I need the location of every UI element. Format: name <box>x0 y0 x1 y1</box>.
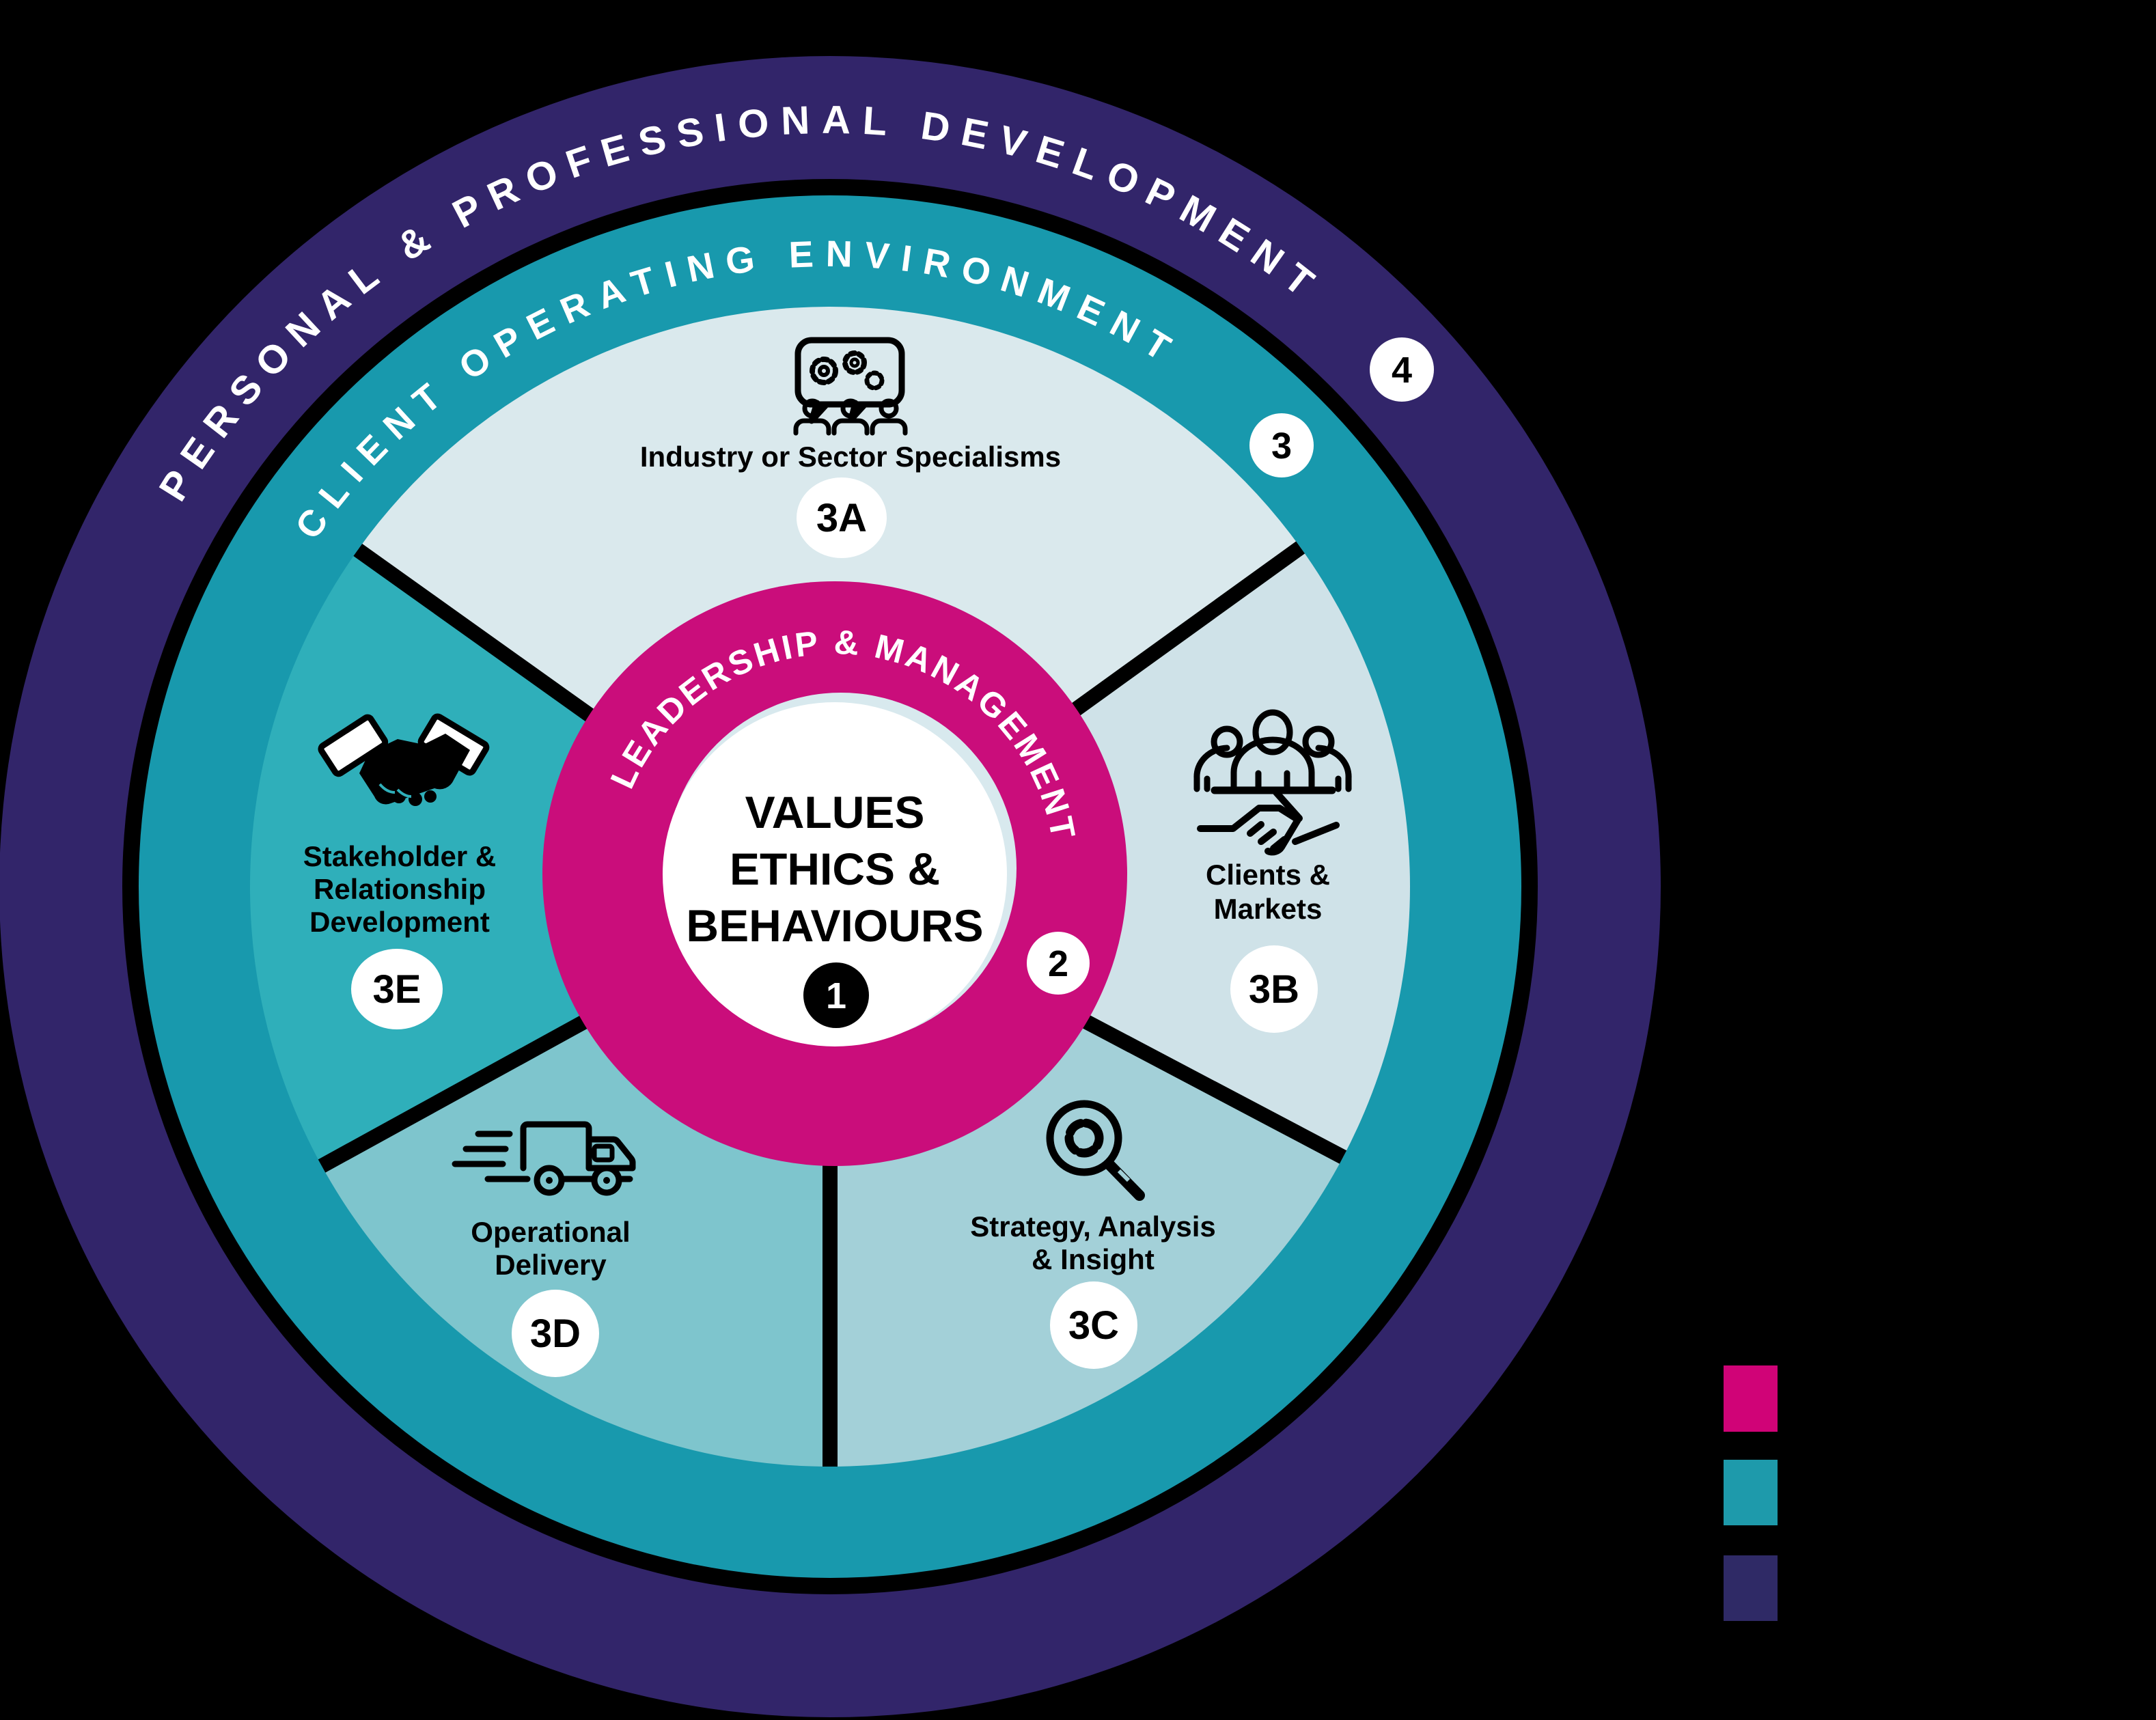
badge-level-2-label: 2 <box>1048 943 1068 984</box>
badge-level-1-label: 1 <box>826 975 846 1016</box>
sector-id-badges: 3A 3B 3C 3D 3E <box>351 477 1318 1377</box>
sector-3b-label-line1: Clients & <box>1206 859 1330 891</box>
legend-swatch-magenta <box>1724 1365 1778 1432</box>
sector-3d-label-line2: Delivery <box>495 1249 607 1281</box>
badge-3b-label: 3B <box>1249 967 1299 1012</box>
sector-3e-label-line3: Development <box>309 906 490 938</box>
sector-3e-label-line2: Relationship <box>314 873 486 905</box>
sector-3c-label-line1: Strategy, Analysis <box>970 1210 1215 1243</box>
sector-3c-label-line2: & Insight <box>1032 1243 1155 1275</box>
handshake-icon <box>318 713 490 806</box>
badge-3d-label: 3D <box>530 1312 581 1356</box>
badge-level-4-label: 4 <box>1392 350 1412 391</box>
badge-3c-label: 3C <box>1068 1303 1119 1348</box>
badge-level-3-label: 3 <box>1271 426 1292 467</box>
team-discussion-gears-icon <box>793 337 908 436</box>
core-line3: BEHAVIOURS <box>686 900 983 951</box>
badge-3e <box>351 949 443 1029</box>
badge-level-4 <box>1370 337 1434 402</box>
legend-swatch-purple <box>1724 1555 1778 1621</box>
badge-3c <box>1050 1281 1137 1369</box>
sector-3d-label-line1: Operational <box>471 1216 630 1248</box>
badge-3e-label: 3E <box>373 967 421 1012</box>
sector-3a-label: Industry or Sector Specialisms <box>640 441 1061 473</box>
sector-3b-label-line2: Markets <box>1214 893 1323 925</box>
sector-3e-label-line1: Stakeholder & <box>303 840 496 872</box>
legend <box>1724 1365 1778 1621</box>
badge-3a-label: 3A <box>816 496 867 540</box>
magnifier-chart-icon <box>1046 1100 1145 1201</box>
badge-level-3 <box>1249 413 1314 477</box>
delivery-truck-icon <box>452 1121 636 1196</box>
sector-labels: Industry or Sector Specialisms Clients &… <box>303 441 1330 1281</box>
badge-level-1 <box>803 962 869 1028</box>
legend-swatch-teal <box>1724 1460 1778 1525</box>
badge-3d <box>512 1290 599 1377</box>
badge-level-2 <box>1027 932 1090 995</box>
level-badges: 1 2 3 4 <box>803 337 1434 1028</box>
core-line1: VALUES <box>745 787 925 837</box>
core-circle <box>663 702 1007 1046</box>
badge-3b <box>1230 945 1318 1033</box>
badge-3a <box>797 477 887 558</box>
clients-group-handshake-icon <box>1193 709 1352 856</box>
sector-dividers <box>318 541 1347 1467</box>
core-line2: ETHICS & <box>730 844 940 894</box>
